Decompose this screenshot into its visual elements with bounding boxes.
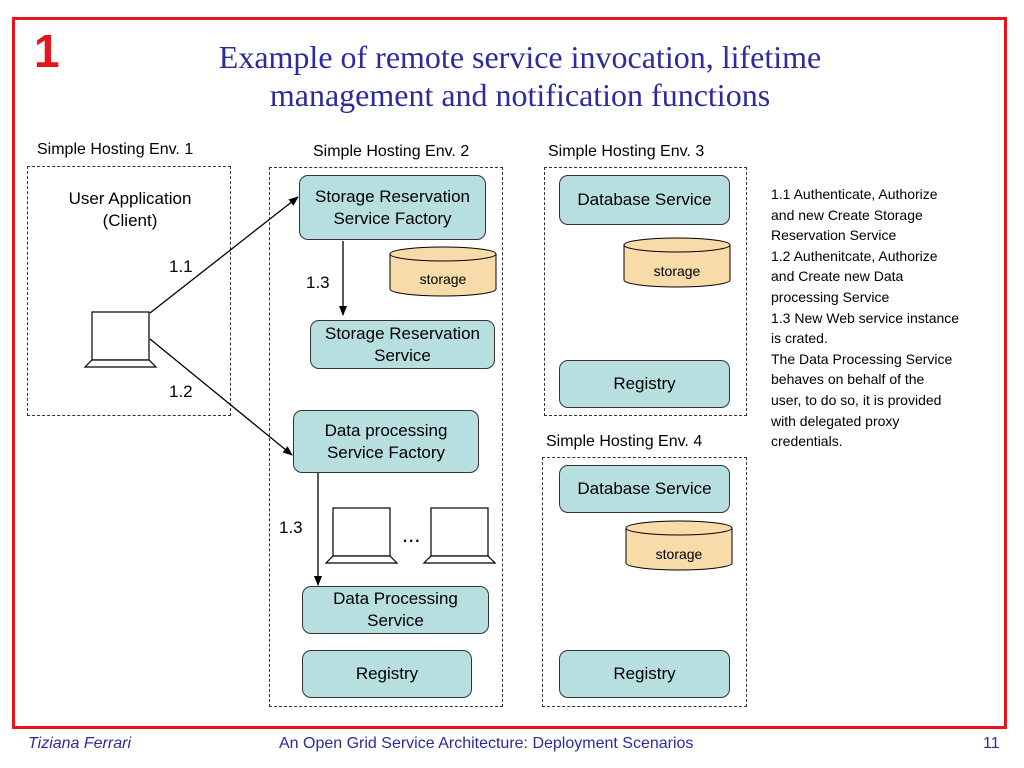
storage-label: storage	[654, 263, 701, 279]
step-label-1-1: 1.1	[169, 257, 193, 276]
note-item: 1.1 Authenticate, Authorize and new Crea…	[771, 186, 938, 244]
arrow-1-1	[149, 196, 299, 314]
env1-box	[27, 166, 231, 416]
notes-list: 1.1 Authenticate, Authorize and new Crea…	[771, 184, 1016, 452]
note-item: 1.2 Authenitcate, Authorize and Create n…	[771, 247, 938, 305]
database-service-env4: Database Service	[559, 465, 730, 513]
storage-cylinder-icon	[623, 237, 731, 288]
worker-computer-icon	[324, 507, 399, 564]
env2-label: Simple Hosting Env. 2	[313, 143, 470, 160]
arrow-1-2	[149, 338, 293, 456]
slide-number: 1	[34, 25, 60, 77]
registry-env3: Registry	[559, 360, 730, 408]
footer-title: An Open Grid Service Architecture: Deplo…	[279, 735, 694, 752]
worker-computer-icon	[422, 507, 497, 564]
data-processing-service: Data Processing Service	[302, 586, 489, 634]
page-number: 11	[983, 735, 1000, 752]
slide-title: Example of remote service invocation, li…	[110, 38, 930, 114]
step-label-1-3: 1.3	[279, 518, 303, 537]
title-line-1: Example of remote service invocation, li…	[218, 39, 822, 75]
step-label-1-2: 1.2	[169, 382, 193, 401]
slide-frame	[12, 17, 1007, 729]
env3-label: Simple Hosting Env. 3	[548, 143, 705, 160]
registry-env2: Registry	[302, 650, 472, 698]
storage-reservation-service: Storage Reservation Service	[310, 320, 495, 369]
storage-cylinder-icon	[389, 246, 497, 297]
note-item: 1.3 New Web service instance is crated. …	[771, 309, 960, 450]
registry-env4: Registry	[559, 650, 730, 698]
user-application-label: User Application (Client)	[68, 189, 192, 230]
title-line-2: management and notification functions	[269, 77, 771, 113]
ellipsis-text: ...	[402, 522, 421, 547]
storage-reservation-factory: Storage Reservation Service Factory	[299, 175, 486, 240]
env4-box	[542, 457, 747, 707]
data-processing-factory: Data processing Service Factory	[293, 410, 479, 473]
storage-label: storage	[420, 271, 467, 287]
env3-box	[544, 167, 747, 416]
database-service-env3: Database Service	[559, 175, 730, 225]
env1-label: Simple Hosting Env. 1	[37, 141, 194, 158]
env4-label: Simple Hosting Env. 4	[546, 433, 703, 450]
step-label-1-3: 1.3	[306, 273, 330, 292]
client-computer-icon	[83, 311, 158, 368]
storage-label: storage	[656, 546, 703, 562]
storage-cylinder-icon	[625, 520, 733, 571]
footer-author: Tiziana Ferrari	[28, 735, 131, 752]
